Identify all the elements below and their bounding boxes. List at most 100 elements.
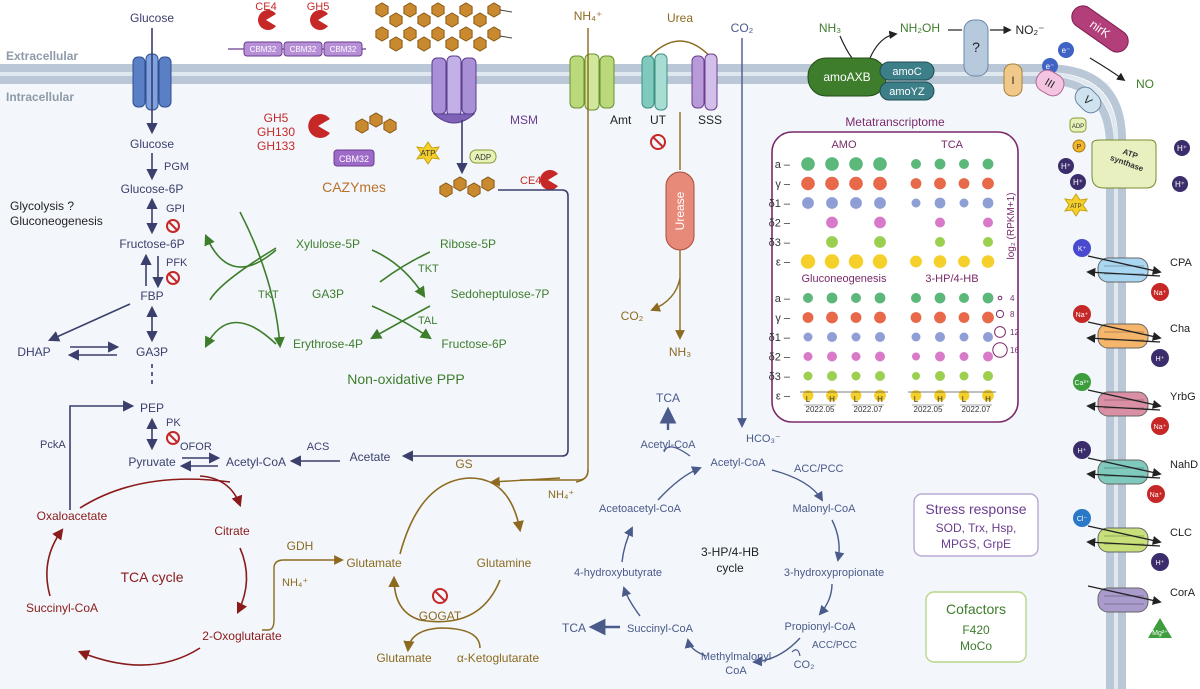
pacman-enzyme-icon bbox=[258, 10, 276, 31]
nh3-urease: NH₃ bbox=[669, 345, 691, 359]
sugar-unit-icon bbox=[403, 2, 417, 18]
adp-label: ADP bbox=[475, 153, 491, 162]
ion-label: H⁺ bbox=[1156, 560, 1165, 567]
metatranscriptome-title: Metatranscriptome bbox=[845, 115, 945, 129]
transporter-name: YrbG bbox=[1170, 391, 1196, 403]
bubble-point bbox=[935, 371, 945, 381]
bubble-point bbox=[875, 371, 885, 381]
gdh-label: GDH bbox=[287, 539, 314, 553]
bubble-point bbox=[803, 352, 813, 361]
gh5-label: GH5 bbox=[264, 111, 289, 125]
cbm32-label: CBM32 bbox=[330, 45, 357, 54]
ion-label: H⁺ bbox=[1078, 448, 1087, 455]
tca-cycle-title: TCA cycle bbox=[120, 569, 183, 585]
phosphate-icon bbox=[1072, 139, 1086, 153]
bubble-point bbox=[826, 236, 838, 248]
bubble-point bbox=[911, 159, 921, 169]
no-sign-icon bbox=[166, 271, 180, 285]
nh4-gdh: NH₄⁺ bbox=[282, 577, 308, 589]
glucose-6p: Glucose-6P bbox=[121, 182, 184, 196]
bubble-point bbox=[851, 371, 861, 381]
cofactors-line1: F420 bbox=[962, 623, 990, 637]
hphb-cycle-title: 3-HP/4-HB bbox=[701, 545, 759, 559]
transporter-name: NahD bbox=[1170, 459, 1198, 471]
sugar-unit-icon bbox=[389, 36, 403, 52]
ce4-inside: CE4 bbox=[520, 175, 541, 187]
size-legend-circle bbox=[997, 295, 1003, 301]
ion-label: H⁺ bbox=[1156, 356, 1165, 363]
row-label: δ2 – bbox=[769, 352, 791, 364]
bubble-point bbox=[875, 332, 885, 342]
sugar-unit-icon bbox=[473, 12, 487, 28]
bubble-point bbox=[958, 312, 970, 323]
ion-icon: Na⁺ bbox=[1151, 417, 1169, 435]
bubble-point bbox=[803, 293, 813, 303]
4-hydroxybutyrate: 4-hydroxybutyrate bbox=[574, 567, 662, 579]
bubble-point bbox=[874, 236, 886, 248]
complex-iii bbox=[1035, 69, 1065, 97]
pep: PEP bbox=[140, 401, 164, 415]
sugar-unit-icon bbox=[459, 26, 473, 42]
row-label: a – bbox=[775, 293, 791, 305]
hphb-cycle-title-2: cycle bbox=[716, 561, 744, 575]
row-label: γ – bbox=[775, 179, 791, 191]
polysaccharide-chain-icon bbox=[375, 2, 513, 52]
group-label: 2022.05 bbox=[914, 405, 943, 414]
tca-top: TCA bbox=[656, 391, 680, 405]
bubble-point bbox=[803, 371, 813, 381]
msm-transporter bbox=[431, 55, 477, 124]
oxaloacetate: Oxaloacetate bbox=[37, 509, 108, 523]
fbp: FBP bbox=[140, 289, 163, 303]
bubble-point bbox=[958, 255, 970, 268]
ion-label: Na⁺ bbox=[1154, 290, 1167, 297]
msm-label: MSM bbox=[510, 113, 538, 127]
bubble-point bbox=[958, 178, 970, 189]
unknown-enzyme-label: ? bbox=[972, 39, 980, 55]
sugar-unit-icon bbox=[431, 2, 445, 18]
row-label: γ – bbox=[775, 313, 791, 325]
bubble-point bbox=[874, 311, 886, 324]
bubble-point bbox=[959, 293, 969, 303]
nh2oh: NH₂OH bbox=[900, 21, 940, 35]
bubble-point bbox=[982, 197, 994, 209]
bubble-point bbox=[959, 371, 969, 381]
extracellular-label: Extracellular bbox=[6, 49, 78, 63]
bubble-point bbox=[826, 292, 838, 304]
ofor-label: OFOR bbox=[180, 441, 212, 453]
sugar-unit-icon bbox=[369, 112, 383, 128]
transporter-name: CLC bbox=[1170, 527, 1192, 539]
bubble-point bbox=[874, 292, 886, 304]
electron-label: e⁻ bbox=[1046, 62, 1055, 71]
nh3-top: NH₃ bbox=[819, 21, 841, 35]
bubble-point bbox=[800, 254, 816, 269]
bubble-point bbox=[910, 312, 922, 323]
column-label: H bbox=[877, 395, 883, 404]
ion-transporters: CPAK⁺Na⁺ChaNa⁺H⁺YrbGCa²⁺Na⁺NahDH⁺Na⁺CLCC… bbox=[1073, 239, 1198, 638]
ion-label: Na⁺ bbox=[1150, 492, 1163, 499]
pfk-label: PFK bbox=[166, 257, 188, 269]
no-sign-icon bbox=[166, 431, 180, 445]
sugar-unit-icon bbox=[473, 36, 487, 52]
pacman-enzyme-icon bbox=[310, 10, 328, 31]
bubble-point bbox=[801, 157, 815, 171]
bubble-point bbox=[874, 389, 886, 402]
tkt-mid-label: TKT bbox=[418, 263, 439, 275]
unknown-enzyme bbox=[963, 19, 989, 77]
bubble-point bbox=[959, 352, 969, 361]
bubble-point bbox=[983, 351, 993, 362]
row-label: δ1 – bbox=[769, 198, 791, 210]
pcka-label: PckA bbox=[40, 439, 66, 451]
column-label: L bbox=[806, 395, 811, 404]
column-label: H bbox=[937, 395, 943, 404]
bubble-point bbox=[912, 372, 920, 380]
sugar-unit-icon bbox=[417, 12, 431, 28]
amt-transporter bbox=[569, 53, 615, 111]
sugar-unit-icon bbox=[467, 182, 481, 198]
size-legend-label: 12 bbox=[1010, 328, 1019, 337]
cbm32-inside-label: CBM32 bbox=[339, 154, 369, 164]
proton-label: H⁺ bbox=[1061, 162, 1071, 171]
xylulose-5p: Xylulose-5P bbox=[296, 237, 360, 251]
bubble-point bbox=[935, 217, 945, 228]
